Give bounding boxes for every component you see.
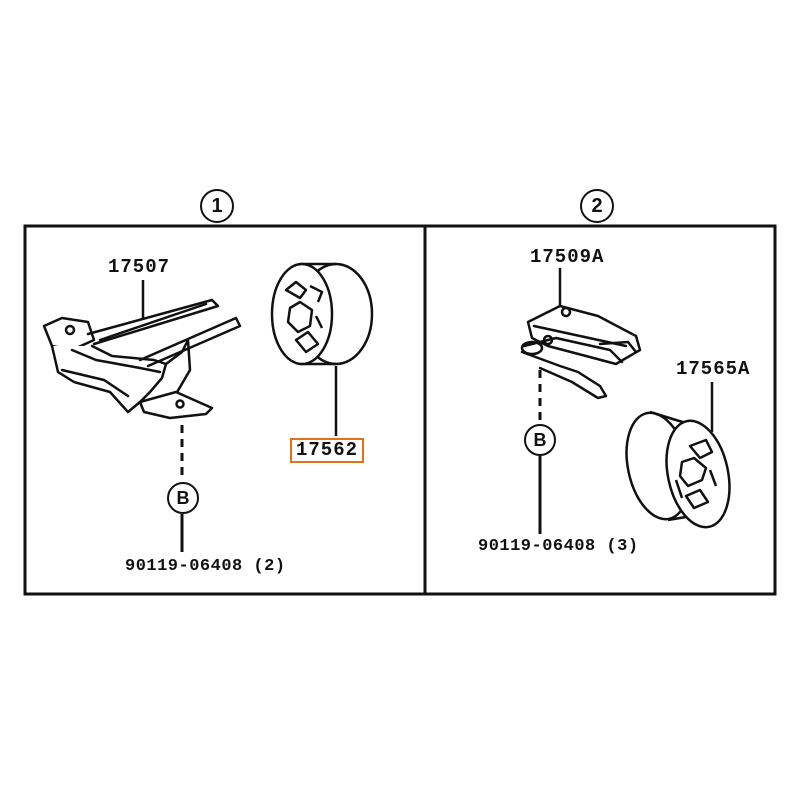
part-label-bolt-1: 90119-06408 (2) — [125, 557, 286, 576]
bolt-marker-b-1-text: B — [176, 488, 190, 508]
panel-1-number-text: 1 — [211, 195, 223, 217]
panel-2-number: 2 — [580, 189, 614, 223]
bracket-17507-drawing — [42, 298, 242, 420]
panel-1-number: 1 — [200, 189, 234, 223]
bracket-17509A-drawing — [520, 304, 642, 400]
hanger-17565A-drawing — [625, 410, 731, 529]
panel-1-frame — [23, 224, 427, 596]
part-label-17565A: 17565A — [676, 358, 751, 380]
bolt-marker-b-2-text: B — [533, 430, 547, 450]
panel-2-frame — [423, 224, 777, 596]
hanger-17562-drawing — [270, 262, 374, 366]
part-label-17507: 17507 — [108, 256, 171, 278]
bolt-marker-b-2: B — [524, 424, 556, 456]
bolt-marker-b-1: B — [167, 482, 199, 514]
part-label-17562: 17562 — [290, 438, 365, 463]
part-label-17509A: 17509A — [530, 246, 605, 268]
part-label-bolt-2: 90119-06408 (3) — [478, 537, 639, 556]
panel-2-number-text: 2 — [591, 195, 603, 217]
